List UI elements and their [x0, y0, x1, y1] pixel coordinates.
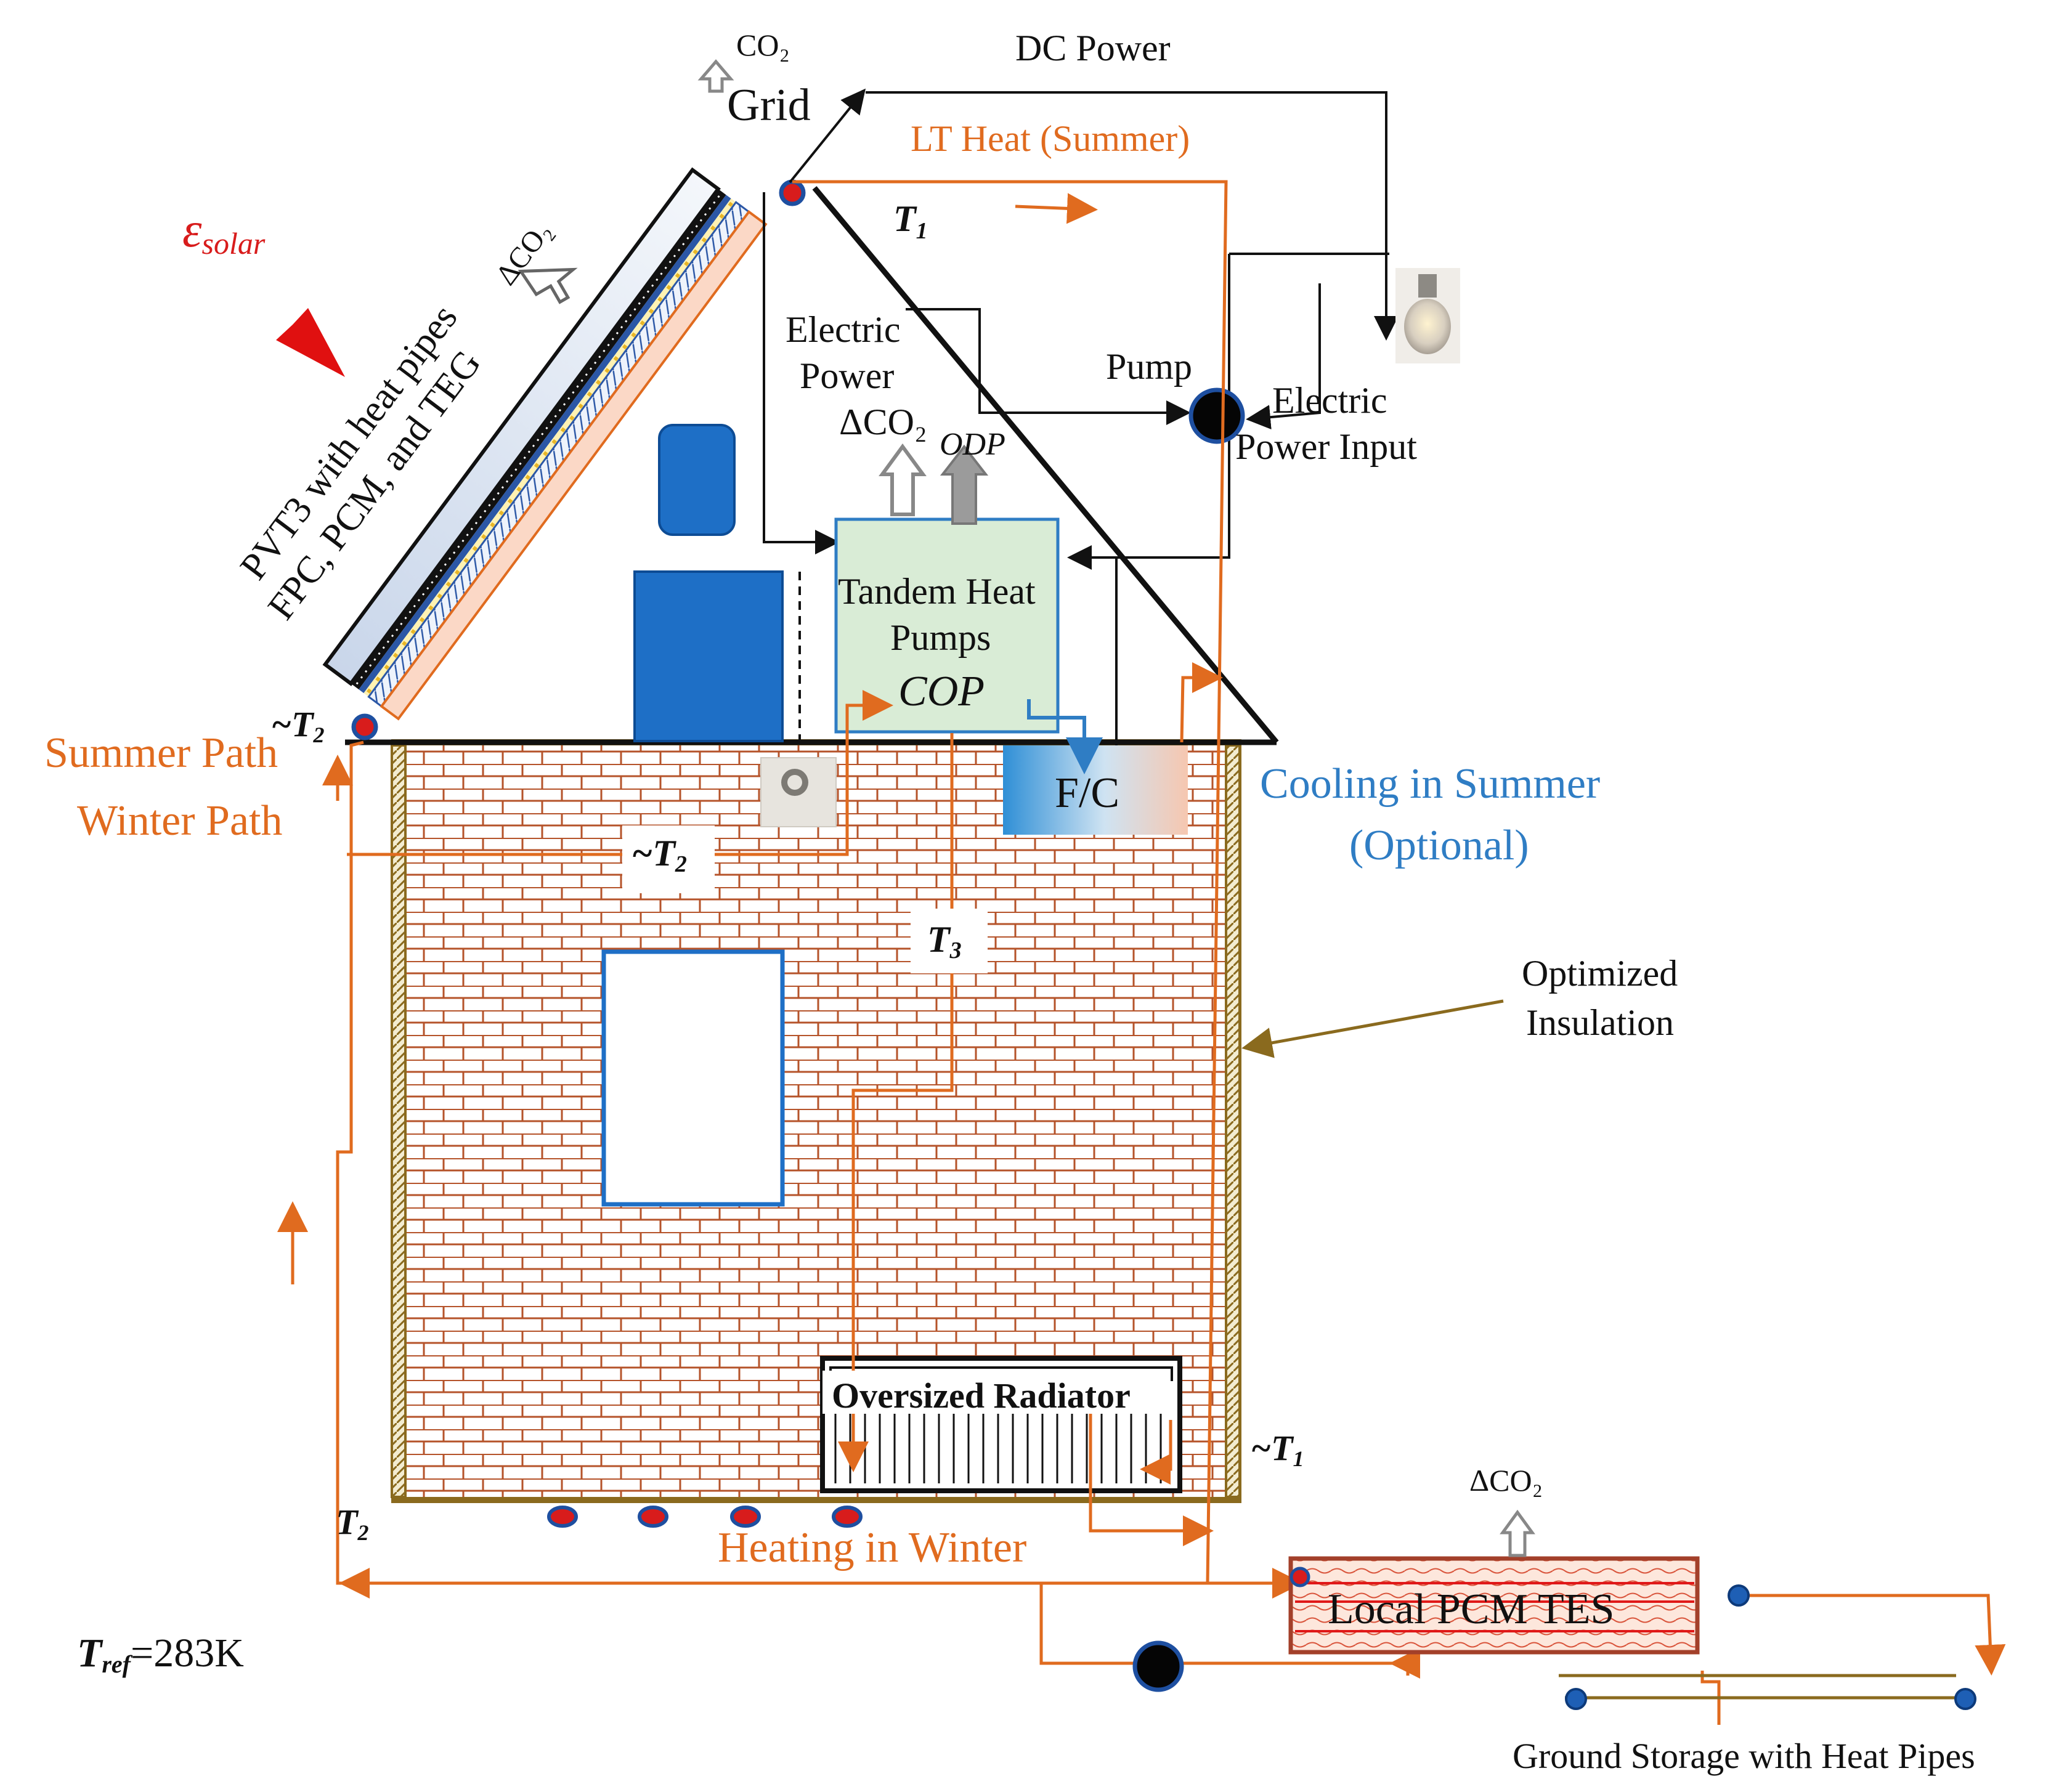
cop-label: COP — [898, 668, 985, 715]
t1-roof-label: T1 — [893, 198, 928, 244]
light-bulb-icon — [1395, 268, 1460, 363]
heating-winter-label: Heating in Winter — [718, 1524, 1026, 1571]
grid-label: Grid — [727, 80, 811, 131]
electric-lines — [763, 88, 1399, 772]
co2-up-arrow-top-icon — [697, 59, 734, 93]
t3-label-bg — [911, 909, 988, 973]
co2-up-arrow-tes-icon — [1500, 1509, 1535, 1557]
pump-top — [1188, 387, 1245, 444]
co2-arrow-panel-icon — [518, 267, 578, 304]
attic-tank-large — [633, 570, 784, 742]
winter-path-label: Winter Path — [77, 797, 283, 845]
cooling-line — [1027, 699, 1103, 774]
tref-label: Tref=283K — [77, 1631, 244, 1678]
co2-up-arrow-hp-icon — [879, 443, 927, 516]
pvt-panel — [322, 167, 768, 721]
radiator-label-bg — [822, 1371, 1171, 1414]
attic-tank-small — [658, 424, 736, 536]
electric-power-label-line1: Electric — [786, 309, 901, 350]
electric-power-label-line2: Power — [800, 355, 894, 396]
roof — [345, 186, 1279, 745]
t1-side-label: ~T1 — [1251, 1428, 1304, 1471]
thermostat-icon — [760, 757, 837, 827]
t2-wall-label: ~T2 — [632, 833, 687, 877]
radiator-label: Oversized Radiator — [832, 1376, 1131, 1416]
window — [601, 949, 785, 1207]
ground-storage-label: Ground Storage with Heat Pipes — [1513, 1736, 1975, 1776]
floor-heating-nodes — [547, 1506, 863, 1528]
insulation-label-line1: Optimized — [1522, 953, 1678, 994]
odp-up-arrow-icon — [940, 444, 989, 525]
delta-co2-tes-label: ΔCO₂ — [1469, 1463, 1543, 1498]
co2-top-label: CO₂ — [736, 28, 790, 62]
heat-pump-label-line2: Pumps — [890, 617, 991, 658]
heat-pump-label-line1: Tandem Heat — [838, 571, 1036, 612]
insulation-pointer — [1241, 999, 1504, 1058]
delta-co2-hp-label: ΔCO₂ — [839, 402, 927, 442]
t3-label: T3 — [927, 919, 962, 963]
solar-arrow-icon — [225, 275, 345, 377]
fc-label: F/C — [1055, 769, 1119, 817]
dc-power-label: DC Power — [1015, 28, 1171, 68]
pcm-tes-tank — [1288, 1556, 1700, 1655]
lt-heat-label: LT Heat (Summer) — [911, 118, 1190, 159]
panel-top-node — [779, 179, 806, 206]
ground-node-b — [1565, 1688, 1587, 1710]
right-insulation — [1225, 744, 1241, 1498]
pump-label: Pump — [1106, 346, 1192, 387]
t2-wall-label-bg — [622, 825, 715, 893]
cooling-label-line2: (Optional) — [1349, 822, 1529, 869]
left-insulation — [391, 744, 407, 1498]
epsilon-solar-label: εsolar — [182, 203, 266, 261]
insulation-label-line2: Insulation — [1526, 1002, 1674, 1043]
summer-path-label: Summer Path — [44, 729, 278, 777]
electric-input-label-line1: Electric — [1272, 380, 1387, 421]
t2-bottom-label: T2 — [336, 1502, 368, 1545]
pcm-tes-label: Local PCM TES — [1328, 1586, 1614, 1633]
ground-loop — [1559, 1674, 1965, 1700]
electric-input-label-line2: Power Input — [1235, 426, 1417, 467]
cooling-label-line1: Cooling in Summer — [1260, 760, 1600, 808]
ground-node-a — [1728, 1584, 1750, 1607]
odp-label: ODP — [940, 427, 1005, 462]
ground-node-c — [1954, 1688, 1976, 1710]
pump-bottom — [1132, 1640, 1184, 1692]
house-wall — [391, 739, 1241, 1503]
panel-bottom-node — [351, 713, 378, 740]
heat-flow-lines — [277, 180, 2006, 1725]
t2-corner-label: ~T2 — [271, 704, 324, 747]
